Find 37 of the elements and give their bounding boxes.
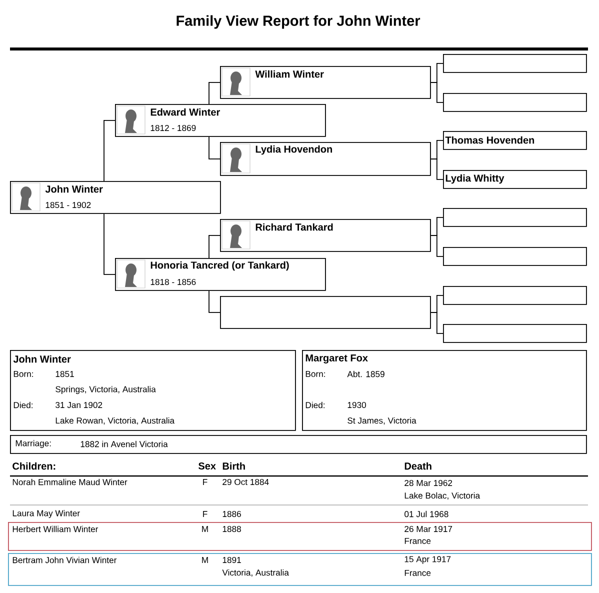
table-cell: Norah Emmaline Maud Winter [12,478,128,486]
connector-line [430,235,444,257]
person-box [443,286,587,305]
person-box: Lydia Hovendon [220,142,431,176]
table-cell: Lake Bolac, Victoria [404,492,480,500]
table-header: Sex [198,462,216,470]
connector-line [208,235,220,258]
table-cell: 29 Oct 1884 [222,478,269,486]
connector-line [208,136,220,160]
connector-line [208,290,220,313]
person-box: Honoria Tancred (or Tankard) 1818 - 1856 [115,258,326,291]
connector-line [430,312,444,334]
person-box: Lydia Whitty [443,170,587,189]
person-box [443,208,587,227]
person-box: Richard Tankard [220,219,431,252]
connector-line [104,120,116,182]
person-box [220,296,431,329]
person-box [443,247,587,266]
person-box: William Winter [220,66,431,99]
person-box: Edward Winter 1812 - 1869 [115,104,326,137]
child-row: Bertram John Vivian Winter M 1891 Victoria, Australia 15 Apr 1917 France [8,553,592,586]
person-box: Thomas Hovenden [443,131,587,150]
person-details-box: John Winter Born: 1851 Springs, Victoria, Australia Died: 31 Jan 1902 Lake Rowan, Victoria, Australia [10,350,296,431]
connector-line [430,158,444,180]
connector-line [104,213,116,275]
person-box [443,93,587,112]
person-box [443,54,587,73]
child-row: Herbert William Winter M 1888 26 Mar 1917 France [8,522,592,551]
connector-line [430,82,444,103]
table-cell: 28 Mar 1962 [404,480,452,486]
connector-line [208,82,220,104]
person-details-box: Margaret Fox Born: Abt. 1859 Died: 1930 St James, Victoria [302,350,587,431]
table-cell: F [203,479,208,485]
marriage-box: Marriage: 1882 in Avenel Victoria [10,435,587,454]
person-box: John Winter 1851 - 1902 [10,181,221,214]
title: Family View Report for John Winter [176,15,420,29]
person-box [443,324,587,343]
